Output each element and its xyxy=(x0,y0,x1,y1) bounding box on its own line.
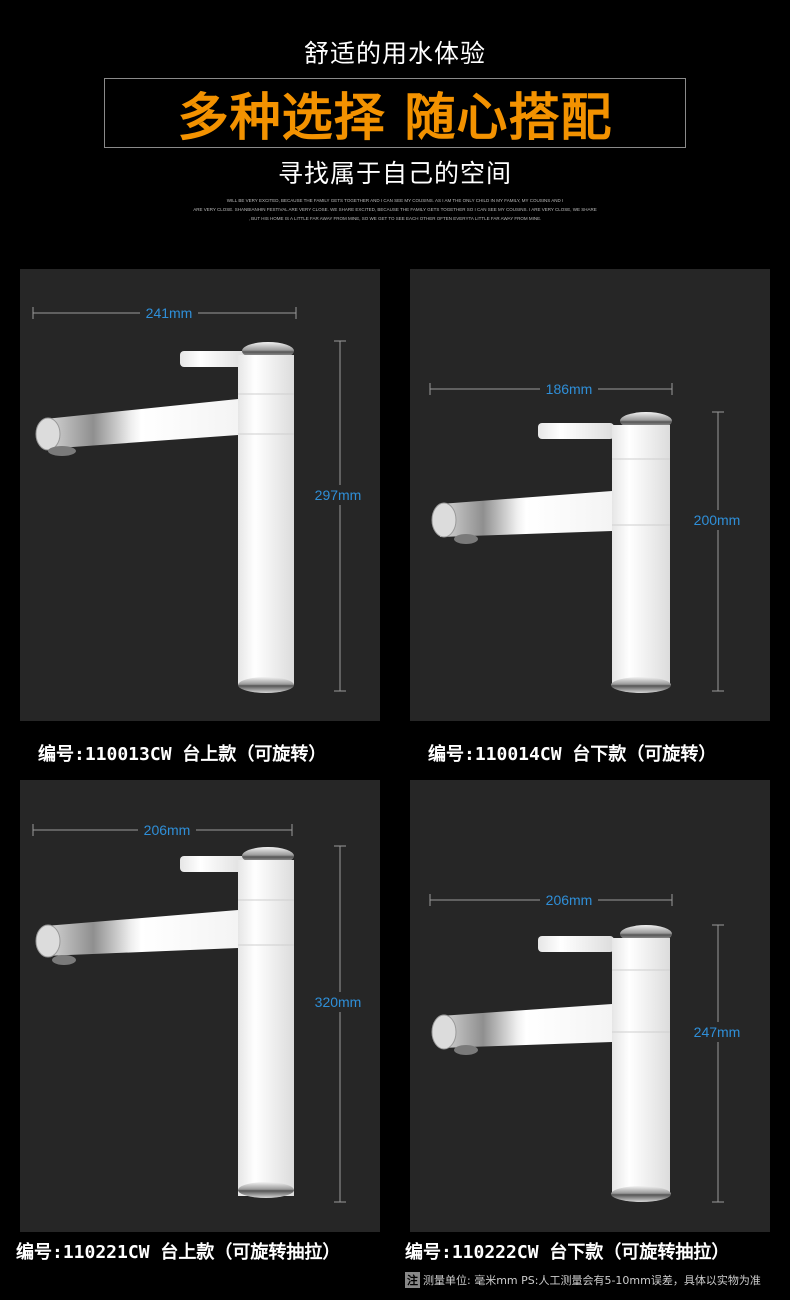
faucet-illustration: 241mm 297mm xyxy=(32,303,370,693)
note-tag: 注 xyxy=(405,1272,420,1288)
measurement-note: 注 测量单位: 毫米mm PS:人工测量会有5-10mm误差，具体以实物为准 xyxy=(405,1272,761,1288)
note-text: 测量单位: 毫米mm PS:人工测量会有5-10mm误差，具体以实物为准 xyxy=(423,1274,761,1287)
main-title: 多种选择 随心搭配 xyxy=(177,89,613,148)
faucet xyxy=(35,342,294,693)
header-top-line: 舒适的用水体验 xyxy=(303,39,486,68)
fine-text-line: WILL BE VERY EXCITED, BECAUSE THE FAMILY… xyxy=(226,198,564,203)
height-label: 320mm xyxy=(315,994,362,1010)
width-label: 186mm xyxy=(546,381,593,397)
product-caption: 编号:110222CW 台下款（可旋转抽拉） xyxy=(405,1242,730,1263)
height-label: 297mm xyxy=(315,487,362,503)
main-title-box: 多种选择 随心搭配 xyxy=(104,78,686,148)
product-panel-110013: 241mm 297mm xyxy=(20,269,380,721)
header-subtitle: 寻找属于自己的空间 xyxy=(277,159,512,188)
height-label: 200mm xyxy=(694,512,741,528)
height-dimension xyxy=(334,845,346,1203)
product-caption: 编号:110013CW 台上款（可旋转） xyxy=(38,744,327,765)
product-caption: 编号:110221CW 台上款（可旋转抽拉） xyxy=(16,1242,341,1263)
product-panel-110014: 186mm 200mm xyxy=(410,269,770,721)
height-dimension xyxy=(712,411,724,692)
faucet-illustration: 206mm 320mm xyxy=(32,820,370,1203)
height-dimension xyxy=(712,924,724,1203)
width-label: 241mm xyxy=(146,305,193,321)
product-caption: 编号:110014CW 台下款（可旋转） xyxy=(428,744,717,765)
height-dimension xyxy=(334,340,346,692)
product-panel-110222: 206mm 247mm xyxy=(410,780,770,1232)
height-label: 247mm xyxy=(694,1024,741,1040)
faucet xyxy=(431,412,672,693)
faucet xyxy=(35,847,294,1198)
width-label: 206mm xyxy=(546,892,593,908)
fine-text-line: , BUT HIS HOME IS A LITTLE FAR AWAY FROM… xyxy=(248,216,542,221)
faucet xyxy=(431,925,672,1202)
faucet-illustration: 206mm 247mm xyxy=(429,890,748,1203)
faucet-illustration: 186mm 200mm xyxy=(429,379,748,693)
decorative-fine-text: WILL BE VERY EXCITED, BECAUSE THE FAMILY… xyxy=(0,196,790,223)
product-panel-110221: 206mm 320mm xyxy=(20,780,380,1232)
width-label: 206mm xyxy=(144,822,191,838)
fine-text-line: ARE VERY CLOSE. SHANBIANHIN FESTIVAL ARE… xyxy=(193,207,597,212)
